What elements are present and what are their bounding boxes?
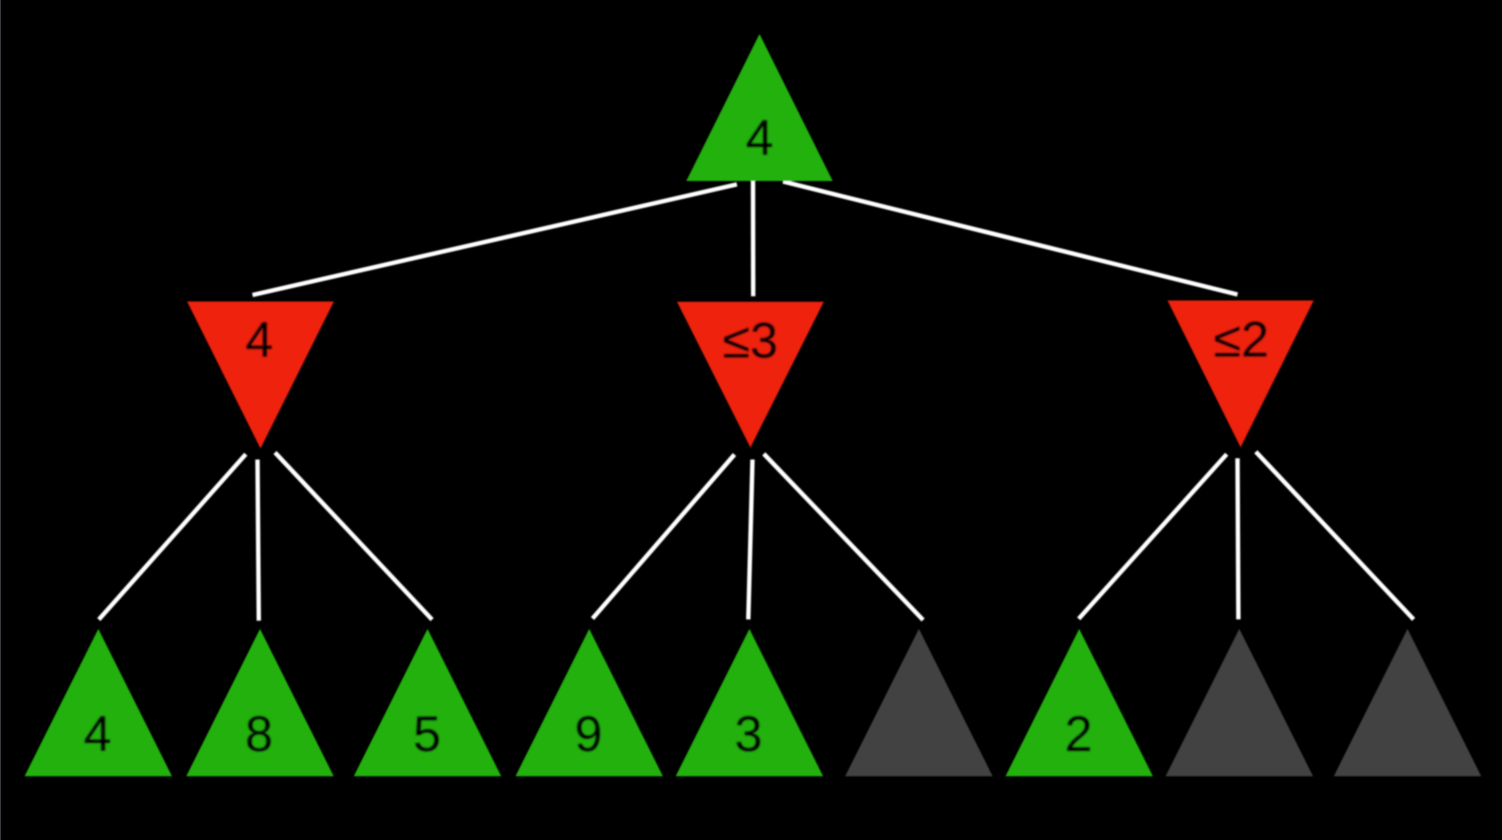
min-node-left [187,301,334,449]
edge-min3-leaf9 [1254,450,1416,621]
min-node-right-label: ≤2 [1214,312,1269,368]
labels-layer: 4 4 ≤3 ≤2 4 8 5 9 3 2 [84,110,1269,762]
root-max-node [686,34,833,181]
edge-min1-leaf1 [97,452,248,622]
min-node-left-label: 4 [245,312,273,368]
edges-layer [97,179,1416,622]
root-max-node-label: 4 [746,110,774,166]
min-node-middle [677,301,824,448]
leaf-node-5 [675,628,824,777]
leaf-node-3 [353,628,502,777]
edge-min2-leaf6 [762,452,925,622]
nodes-layer [24,34,1482,777]
leaf-node-9-pruned [1333,628,1482,777]
leaf-node-7 [1005,628,1153,777]
leaf-node-4-label: 9 [575,706,603,762]
leaf-node-6-pruned [845,628,993,777]
leaf-node-8-pruned [1165,628,1313,777]
leaf-node-1-label: 4 [84,706,112,762]
leaf-node-1 [24,628,172,777]
edge-min1-leaf2 [255,459,261,621]
leaf-node-4 [515,628,663,777]
edge-root-min1 [252,182,738,298]
min-node-middle-label: ≤3 [723,313,778,369]
leaf-node-7-label: 2 [1065,706,1093,762]
edge-min3-leaf7 [1077,452,1229,621]
edge-min2-leaf4 [590,453,737,621]
leaf-node-2-label: 8 [245,706,273,762]
leaf-node-5-label: 3 [735,706,763,762]
min-node-right [1167,300,1314,448]
left-window-edge-line [0,0,1,840]
leaf-node-3-label: 5 [413,706,441,762]
edge-min1-leaf3 [273,450,434,622]
edge-root-min3 [782,179,1239,297]
leaf-node-2 [186,628,334,777]
edge-min3-leaf8 [1235,458,1241,620]
edge-min2-leaf5 [746,459,755,620]
